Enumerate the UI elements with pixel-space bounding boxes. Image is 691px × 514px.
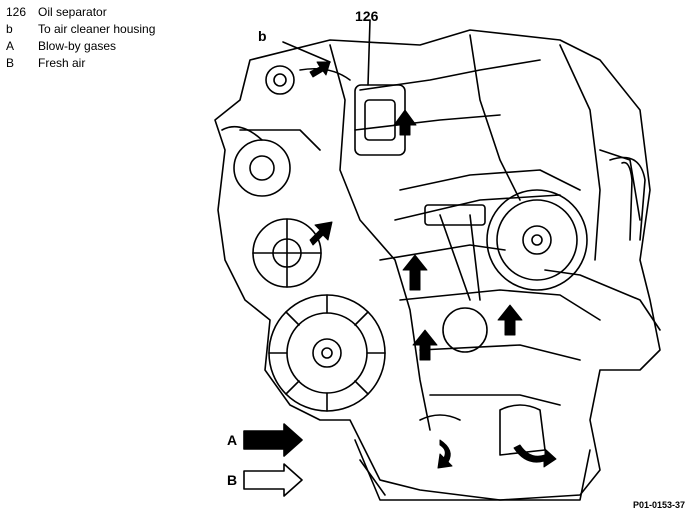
- legend-text: Blow-by gases: [38, 39, 117, 53]
- legend-item: A Blow-by gases: [6, 38, 155, 55]
- label-126: 126: [355, 8, 379, 24]
- label-a: A: [227, 432, 238, 448]
- legend-item: 126 Oil separator: [6, 4, 155, 21]
- legend-item: b To air cleaner housing: [6, 21, 155, 38]
- legend-key: b: [6, 22, 13, 36]
- arrow-a-blow-by: [243, 423, 303, 457]
- oil-pan: [354, 439, 591, 501]
- arrow-b-fresh-air: [243, 463, 303, 497]
- coolant-hose: [609, 156, 646, 241]
- legend-text: Oil separator: [38, 5, 107, 19]
- pump-pulley: [252, 218, 322, 288]
- blow-by-flow-arrows: [309, 61, 557, 469]
- label-b: b: [258, 28, 267, 44]
- label-b-fresh-air: B: [227, 472, 238, 488]
- alternator: [268, 294, 386, 412]
- legend-key: A: [6, 39, 15, 53]
- legend: 126 Oil separator b To air cleaner housi…: [6, 4, 155, 72]
- timing-gear: [486, 189, 588, 291]
- legend-key: 126: [6, 5, 27, 19]
- legend-text: To air cleaner housing: [38, 22, 156, 36]
- turbocharger: [221, 125, 291, 197]
- legend-item: B Fresh air: [6, 55, 155, 72]
- engine-outline: [214, 29, 661, 501]
- hose-to-air-cleaner: [265, 41, 351, 95]
- figure-id: P01-0153-37: [632, 500, 685, 510]
- legend-text: Fresh air: [38, 56, 86, 70]
- legend-key: B: [6, 56, 15, 70]
- crankcase-internals: [419, 204, 546, 456]
